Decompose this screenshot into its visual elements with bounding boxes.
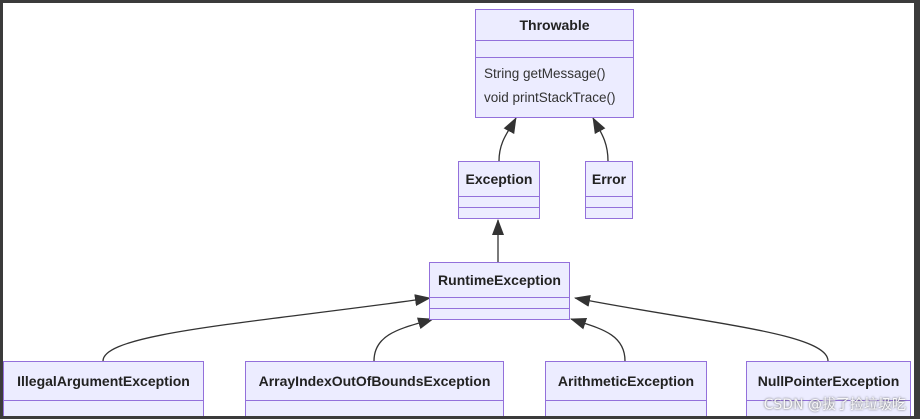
class-name: Throwable — [476, 10, 633, 41]
class-name: Exception — [459, 162, 539, 197]
edge-null-pointer-to-runtime — [574, 294, 829, 362]
class-name: ArithmeticException — [546, 362, 706, 401]
class-illegal-argument-exception: IllegalArgumentException — [3, 361, 204, 416]
edge-error-to-throwable — [592, 117, 609, 162]
attributes-section — [430, 298, 569, 309]
edge-arithmetic-to-runtime — [570, 318, 626, 362]
class-name: NullPointerException — [747, 362, 910, 401]
edge-exception-to-throwable — [498, 117, 517, 162]
attributes-section — [4, 401, 203, 415]
methods-section — [586, 208, 632, 219]
edge-array-index-to-runtime — [373, 317, 434, 362]
methods-section — [459, 208, 539, 219]
edge-illegal-argument-to-runtime — [102, 294, 431, 362]
attributes-section — [459, 197, 539, 208]
class-arithmetic-exception: ArithmeticException — [545, 361, 707, 416]
class-throwable: Throwable String getMessage() void print… — [475, 9, 634, 118]
attributes-section — [476, 41, 633, 58]
watermark: CSDN @拔了捡垃圾吃 — [763, 397, 906, 413]
methods-section — [430, 309, 569, 320]
diagram-canvas: Throwable String getMessage() void print… — [3, 3, 914, 416]
class-name: RuntimeException — [430, 263, 569, 298]
method-print-stack-trace: void printStackTrace() — [484, 90, 616, 105]
class-null-pointer-exception: NullPointerException — [746, 361, 911, 416]
class-runtime-exception: RuntimeException — [429, 262, 570, 320]
methods-section: String getMessage() void printStackTrace… — [476, 58, 633, 112]
class-array-index-out-of-bounds-exception: ArrayIndexOutOfBoundsException — [245, 361, 504, 416]
class-name: ArrayIndexOutOfBoundsException — [246, 362, 503, 401]
attributes-section — [246, 401, 503, 415]
attributes-section — [586, 197, 632, 208]
class-name: IllegalArgumentException — [4, 362, 203, 401]
method-get-message: String getMessage() — [484, 66, 606, 81]
class-name: Error — [586, 162, 632, 197]
inheritance-edges — [102, 117, 829, 362]
attributes-section — [546, 401, 706, 415]
class-error: Error — [585, 161, 633, 219]
class-exception: Exception — [458, 161, 540, 219]
